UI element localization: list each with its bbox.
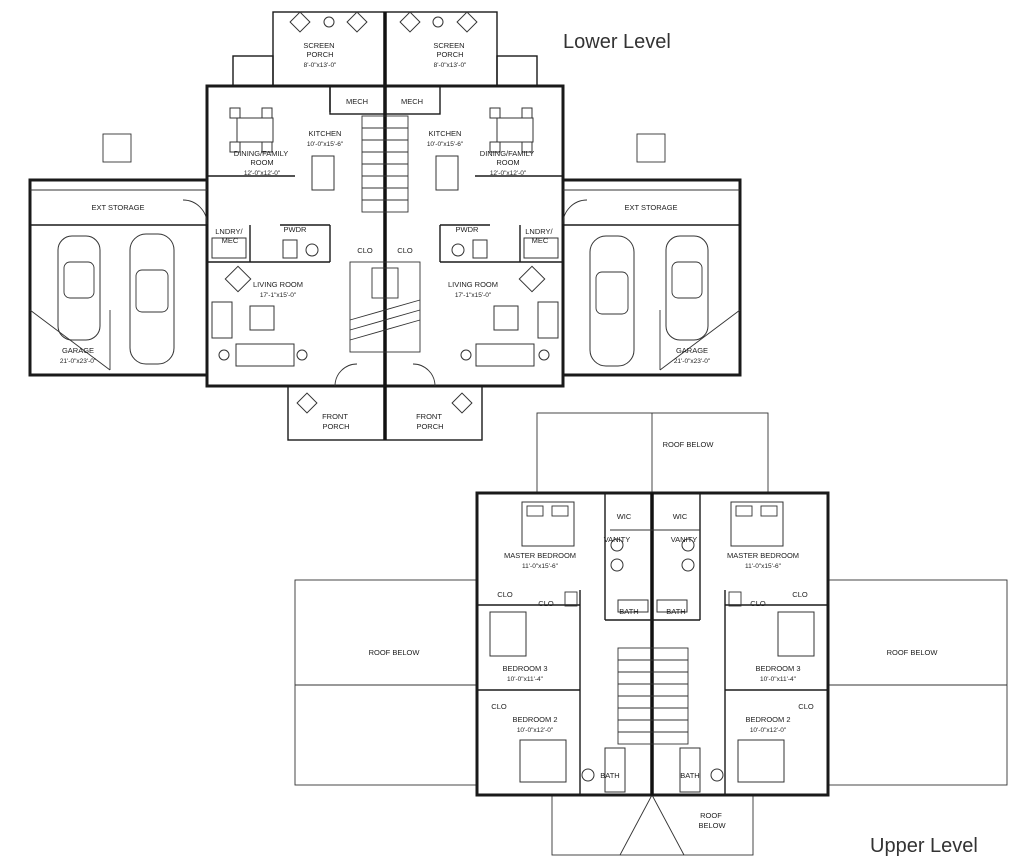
garage-label-right: GARAGE <box>676 346 708 355</box>
mech-label-right: MECH <box>401 97 423 106</box>
dining-family-label-left: DINING/FAMILY ROOM <box>234 149 290 167</box>
front-porch-outline <box>287 385 483 441</box>
dining-family-label-right: DINING/FAMILY ROOM <box>480 149 536 167</box>
ext-storage-label-right: EXT STORAGE <box>624 203 677 212</box>
bath-label-3: BATH <box>600 771 619 780</box>
clo-label-4: CLO <box>792 590 808 599</box>
bath-fixture-icon <box>581 538 724 793</box>
kitchen-dim-left: 10'-0"x15'-6" <box>307 141 344 148</box>
roof-below-label-top: ROOF BELOW <box>663 440 715 449</box>
front-porch-label-right: FRONT PORCH <box>416 412 444 431</box>
garage-dim-right: 21'-0"x23'-0" <box>674 358 711 365</box>
clo-label-2: CLO <box>538 599 554 608</box>
bed-icon <box>489 501 815 783</box>
lndry-label-left: LNDRY/ MEC <box>215 227 244 245</box>
living-room-label-left: LIVING ROOM <box>253 280 303 289</box>
bedroom2-label-left: BEDROOM 2 <box>512 715 557 724</box>
master-bedroom-label-left: MASTER BEDROOM <box>504 551 576 560</box>
screen-porch-dim-right: 8'-0"x13'-0" <box>434 62 467 69</box>
screen-porch-dim-left: 8'-0"x13'-0" <box>304 62 337 69</box>
upper-level-plan <box>294 412 1008 856</box>
lndry-label-right: LNDRY/ MEC <box>525 227 554 245</box>
car-icon <box>57 233 709 367</box>
bedroom3-label-right: BEDROOM 3 <box>755 664 800 673</box>
upper-level-labels: ROOF BELOW ROOF BELOW ROOF BELOW WIC WIC… <box>369 440 939 830</box>
roof-top-outline <box>536 412 769 494</box>
upper-stair-icon <box>617 647 689 745</box>
dining-family-dim-left: 12'-0"x12'-0" <box>244 170 281 177</box>
wic-label-right: WIC <box>673 512 688 521</box>
bedroom3-dim-right: 10'-0"x11'-4" <box>760 676 797 683</box>
living-room-dim-right: 17'-1"x15'-0" <box>455 292 492 299</box>
kitchen-label-right: KITCHEN <box>429 129 462 138</box>
master-bedroom-dim-right: 11'-0"x15'-6" <box>745 563 782 570</box>
roof-below-label-left: ROOF BELOW <box>369 648 421 657</box>
upper-level-title: Upper Level <box>870 835 978 857</box>
bedroom3-label-left: BEDROOM 3 <box>502 664 547 673</box>
garage-left-outline <box>28 178 209 377</box>
stair-icon <box>349 115 421 353</box>
dining-table-icon <box>229 107 534 191</box>
front-porch-label-left: FRONT PORCH <box>322 412 350 431</box>
bath-label-4: BATH <box>680 771 699 780</box>
bedroom2-dim-right: 10'-0"x12'-0" <box>750 727 787 734</box>
lower-level-title: Lower Level <box>563 31 671 53</box>
bath-label-2: BATH <box>666 607 685 616</box>
lower-level-labels: SCREEN PORCH 8'-0"x13'-0" SCREEN PORCH 8… <box>60 41 711 431</box>
wic-label-left: WIC <box>617 512 632 521</box>
lower-level-plan <box>28 11 742 441</box>
bath-label-1: BATH <box>619 607 638 616</box>
sofa-icon <box>211 265 559 367</box>
garage-label-left: GARAGE <box>62 346 94 355</box>
clo-label-right: CLO <box>397 246 413 255</box>
kitchen-label-left: KITCHEN <box>309 129 342 138</box>
pwdr-label-right: PWDR <box>456 225 479 234</box>
vanity-label-right: VANITY <box>671 535 698 544</box>
clo-label-5: CLO <box>491 702 507 711</box>
bedroom2-label-right: BEDROOM 2 <box>745 715 790 724</box>
living-room-dim-left: 17'-1"x15'-0" <box>260 292 297 299</box>
ext-storage-label-left: EXT STORAGE <box>91 203 144 212</box>
bedroom3-dim-left: 10'-0"x11'-4" <box>507 676 544 683</box>
roof-below-label-right: ROOF BELOW <box>887 648 939 657</box>
clo-label-3: CLO <box>750 599 766 608</box>
bedroom2-dim-left: 10'-0"x12'-0" <box>517 727 554 734</box>
dining-family-dim-right: 12'-0"x12'-0" <box>490 170 527 177</box>
mech-label-left: MECH <box>346 97 368 106</box>
kitchen-dim-right: 10'-0"x15'-6" <box>427 141 464 148</box>
master-bedroom-label-right: MASTER BEDROOM <box>727 551 799 560</box>
porch-chair-icon <box>289 11 478 33</box>
roof-left-outline <box>294 579 478 786</box>
master-bedroom-dim-left: 11'-0"x15'-6" <box>522 563 559 570</box>
screen-porch-label-right: SCREEN PORCH <box>433 41 466 59</box>
pwdr-label-left: PWDR <box>284 225 307 234</box>
garage-right-outline <box>561 178 742 377</box>
clo-label-1: CLO <box>497 590 513 599</box>
roof-right-outline <box>826 579 1008 786</box>
living-room-label-right: LIVING ROOM <box>448 280 498 289</box>
garage-dim-left: 21'-0"x23'-0" <box>60 358 97 365</box>
vanity-label-left: VANITY <box>604 535 631 544</box>
screen-porch-label-left: SCREEN PORCH <box>303 41 336 59</box>
roof-below-label-bottom: ROOF BELOW <box>698 811 726 830</box>
clo-label-left: CLO <box>357 246 373 255</box>
clo-label-6: CLO <box>798 702 814 711</box>
